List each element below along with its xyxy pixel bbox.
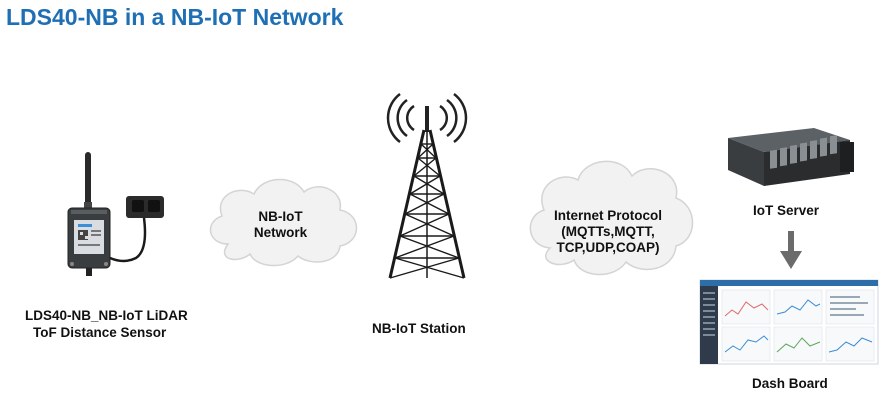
dashboard-screenshot-image bbox=[699, 279, 879, 365]
nb-iot-network-cloud bbox=[209, 178, 358, 267]
cloud-internet-line1: Internet Protocol bbox=[553, 208, 662, 223]
page-title: LDS40-NB in a NB-IoT Network bbox=[6, 4, 344, 30]
cloud-internet-text: Internet Protocol (MQTTs,MQTT, TCP,UDP,C… bbox=[528, 208, 688, 256]
server-label: IoT Server bbox=[753, 203, 820, 218]
cloud-internet-line2: (MQTTs,MQTT, bbox=[561, 224, 655, 239]
cloud-internet-line3: TCP,UDP,COAP) bbox=[556, 240, 660, 255]
station-label: NB-IoT Station bbox=[372, 321, 466, 336]
cloud-network-line2: Network bbox=[253, 225, 308, 240]
sensor-label-line2: ToF Distance Sensor bbox=[33, 325, 167, 340]
sensor-label-line1: LDS40-NB_NB-IoT LiDAR bbox=[25, 308, 188, 323]
internet-protocol-cloud bbox=[529, 160, 694, 276]
cloud-network-text: NB-IoT Network bbox=[228, 209, 333, 241]
cell-tower-icon bbox=[386, 93, 468, 279]
server-rack-icon bbox=[728, 128, 854, 186]
down-arrow-icon bbox=[780, 231, 802, 269]
lidar-sensor-device-icon bbox=[67, 152, 164, 276]
cloud-network-line1: NB-IoT bbox=[258, 209, 303, 224]
dashboard-label: Dash Board bbox=[752, 376, 828, 391]
